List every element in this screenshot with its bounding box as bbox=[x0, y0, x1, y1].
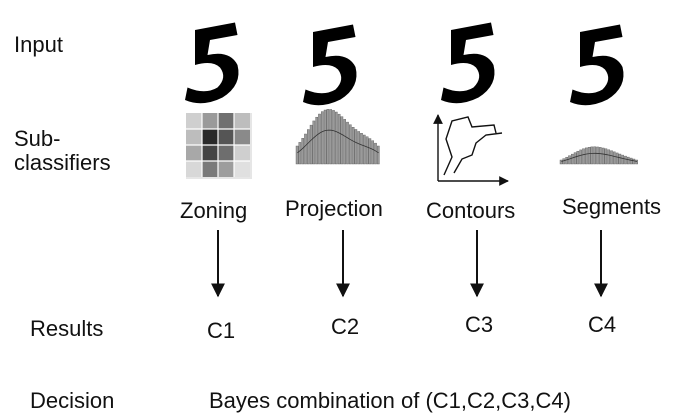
seg-bar bbox=[629, 157, 633, 165]
seg-bar bbox=[610, 150, 613, 165]
contours-plot-icon bbox=[433, 114, 509, 186]
seg-bar bbox=[596, 146, 599, 165]
proj-bar bbox=[368, 138, 372, 165]
proj-bar bbox=[307, 129, 310, 165]
input-digit-2 bbox=[303, 24, 357, 106]
seg-bar bbox=[573, 152, 577, 165]
proj-bar bbox=[357, 131, 361, 165]
seg-bar bbox=[593, 146, 596, 165]
result-c2: C2 bbox=[331, 314, 360, 339]
proj-bar bbox=[301, 138, 305, 165]
proj-bar bbox=[346, 121, 349, 165]
proj-bar bbox=[312, 120, 316, 165]
method-label-contours: Contours bbox=[426, 198, 516, 223]
seg-bar bbox=[635, 159, 638, 165]
result-c3: C3 bbox=[465, 312, 494, 337]
seg-bar bbox=[587, 147, 591, 165]
proj-bar bbox=[374, 142, 377, 165]
proj-bar bbox=[298, 142, 302, 165]
seg-bar bbox=[621, 154, 624, 165]
seg-bar bbox=[615, 152, 619, 165]
seg-bar bbox=[607, 149, 610, 165]
seg-bar bbox=[568, 155, 571, 165]
result-c4: C4 bbox=[588, 312, 617, 337]
method-label-zoning: Zoning bbox=[180, 198, 248, 223]
input-digit-1 bbox=[185, 22, 239, 104]
seg-bar bbox=[585, 147, 588, 165]
seg-bar bbox=[571, 153, 574, 165]
row-label-subclassifiers-2: classifiers bbox=[14, 150, 111, 175]
input-digit-4 bbox=[570, 24, 624, 106]
row-label-results: Results bbox=[30, 316, 104, 341]
zoning-grid-icon bbox=[186, 113, 252, 179]
proj-bar bbox=[360, 133, 363, 165]
proj-bar bbox=[351, 127, 355, 165]
seg-bar bbox=[604, 148, 608, 165]
proj-bar bbox=[318, 113, 321, 165]
seg-bar bbox=[590, 146, 594, 165]
seg-bar bbox=[576, 150, 580, 165]
proj-bar bbox=[315, 116, 319, 165]
method-label-segments: Segments bbox=[562, 194, 662, 219]
proj-bar bbox=[343, 119, 347, 165]
proj-bar bbox=[332, 110, 335, 165]
segments-histogram-icon bbox=[559, 146, 638, 165]
result-c1: C1 bbox=[207, 318, 236, 343]
proj-bar bbox=[349, 124, 352, 165]
seg-bar bbox=[632, 158, 636, 165]
proj-bar bbox=[326, 109, 330, 165]
seg-bar bbox=[601, 147, 605, 165]
row-label-input: Input bbox=[14, 32, 63, 57]
projection-histogram-icon bbox=[295, 109, 380, 165]
seg-bar bbox=[565, 156, 568, 165]
method-label-projection: Projection bbox=[285, 196, 383, 221]
proj-bar bbox=[304, 133, 307, 165]
proj-bar bbox=[371, 140, 375, 165]
proj-bar bbox=[321, 111, 324, 165]
seg-bar bbox=[613, 151, 616, 165]
seg-bar bbox=[624, 155, 627, 165]
proj-bar bbox=[337, 113, 341, 165]
proj-bar bbox=[340, 116, 344, 165]
seg-bar bbox=[627, 156, 630, 165]
proj-bar bbox=[329, 109, 333, 165]
proj-bar bbox=[295, 145, 299, 165]
seg-bar bbox=[618, 153, 622, 165]
proj-bar bbox=[309, 124, 313, 165]
decision-text: Bayes combination of (C1,C2,C3,C4) bbox=[209, 388, 571, 413]
row-label-subclassifiers-1: Sub- bbox=[14, 126, 61, 151]
input-digit-3 bbox=[441, 22, 495, 104]
proj-bar bbox=[323, 109, 327, 165]
proj-bar bbox=[354, 129, 358, 165]
seg-bar bbox=[579, 149, 582, 165]
proj-bar bbox=[377, 145, 380, 165]
proj-bar bbox=[335, 111, 338, 165]
row-label-decision: Decision bbox=[30, 388, 115, 413]
seg-bar bbox=[582, 148, 585, 165]
seg-bar bbox=[599, 147, 602, 165]
proj-bar bbox=[365, 136, 369, 165]
seg-bar bbox=[559, 159, 563, 165]
proj-bar bbox=[363, 134, 366, 165]
